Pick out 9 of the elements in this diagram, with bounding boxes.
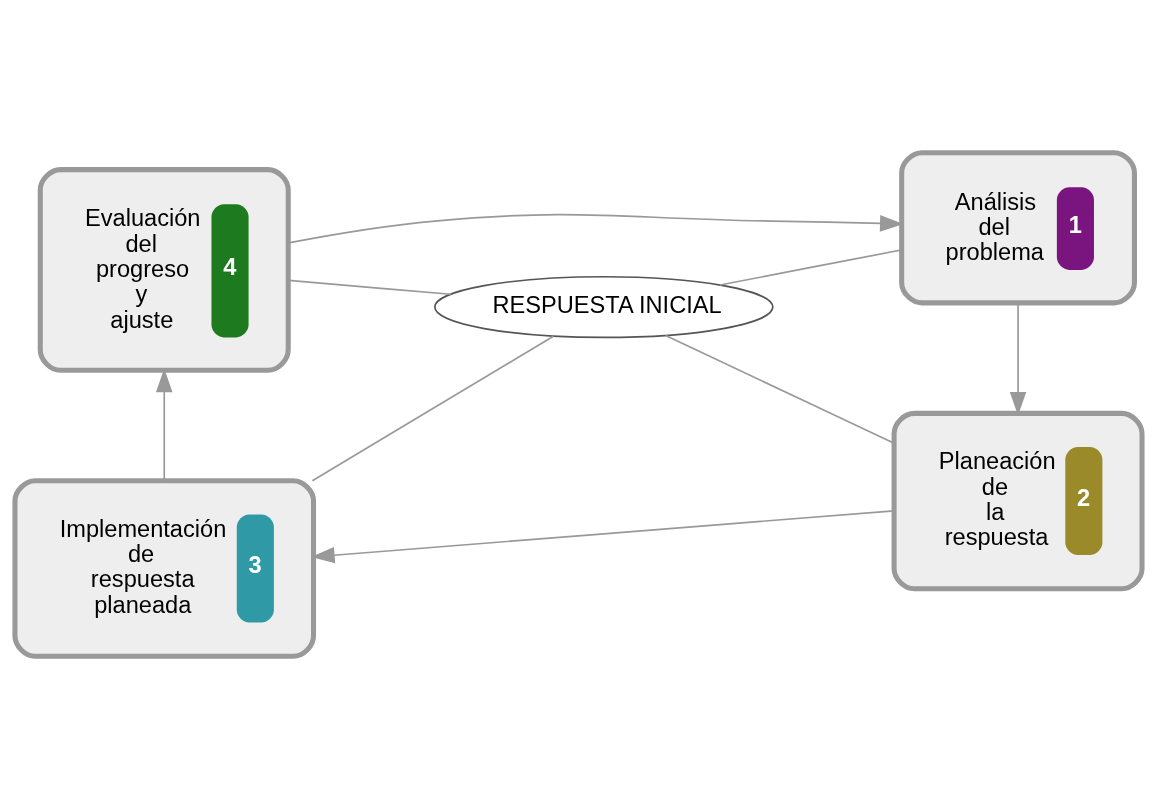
connector bbox=[664, 334, 895, 445]
connector bbox=[287, 279, 452, 296]
node-box: Implementación de respuesta planeada 3 bbox=[12, 478, 317, 659]
connector bbox=[311, 335, 555, 482]
node-box: Planeación de la respuesta 2 bbox=[891, 410, 1145, 592]
node-ellipse: RESPUESTA INICIAL bbox=[433, 275, 774, 339]
node-box: Evaluación del progreso y ajuste 4 bbox=[37, 167, 291, 373]
connector bbox=[719, 249, 902, 286]
node-box: Análisis del problema 1 bbox=[899, 150, 1137, 306]
